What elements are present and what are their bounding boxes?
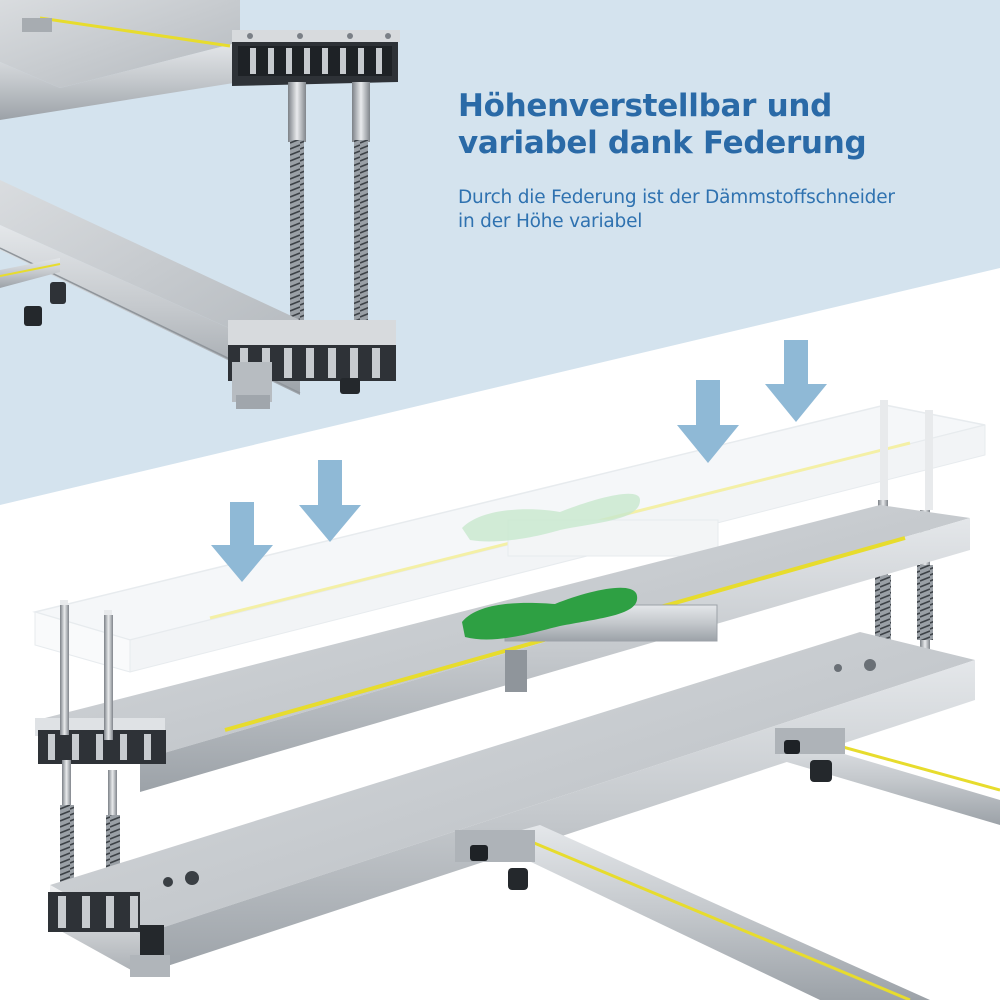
main-product [32, 400, 1000, 1000]
arrow-down-icon [211, 502, 273, 582]
arrow-down-icon [299, 460, 361, 542]
detail-view [0, 0, 400, 409]
subheadline: Durch die Federung ist der Dämmstoffschn… [458, 186, 988, 234]
headline-line-1: Höhenverstellbar und [458, 88, 832, 124]
arrow-down-icon [765, 340, 827, 422]
subheadline-line-1: Durch die Federung ist der Dämmstoffschn… [458, 187, 895, 208]
headline-line-2: variabel dank Federung [458, 125, 867, 161]
subheadline-line-2: in der Höhe variabel [458, 211, 643, 232]
headline: Höhenverstellbar und variabel dank Feder… [458, 88, 978, 162]
arrow-down-icon [677, 380, 739, 463]
